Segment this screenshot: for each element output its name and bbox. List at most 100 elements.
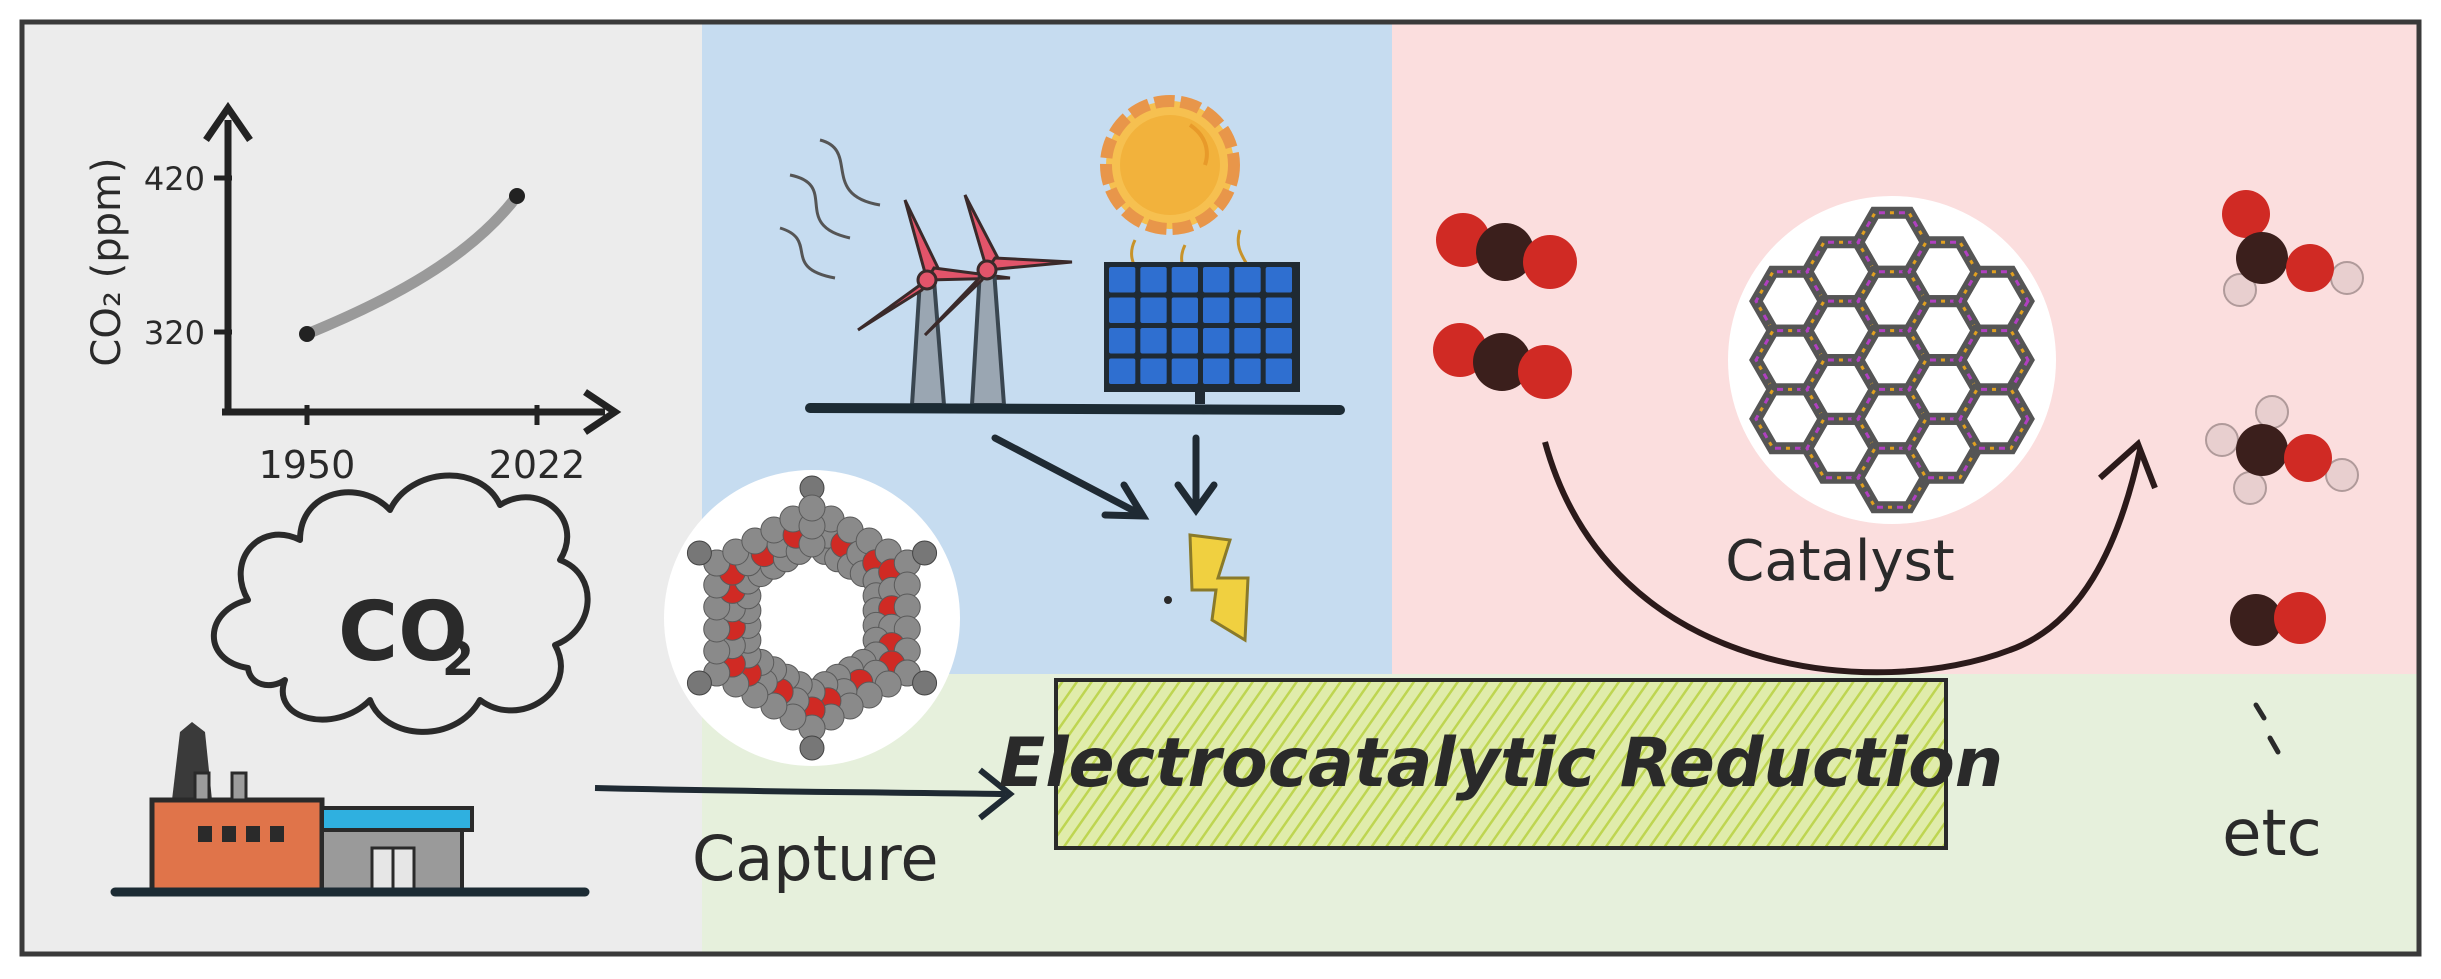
- catalyst-framework: [1749, 206, 2035, 514]
- carbon-atom: [2230, 594, 2282, 646]
- factory-main-building: [149, 797, 325, 893]
- mof-atom: [912, 540, 938, 566]
- mof-atom: [798, 494, 826, 522]
- solar-cell: [1203, 358, 1230, 384]
- oxygen-atom: [2274, 592, 2326, 644]
- catalyst-linker: [1856, 211, 1928, 274]
- catalyst-linker: [1754, 387, 1826, 450]
- hydrogen-atom: [2325, 458, 2359, 492]
- solar-cell: [1140, 358, 1167, 384]
- solar-cell: [1265, 328, 1292, 354]
- solar-cell: [1171, 328, 1198, 354]
- product-carbon-monoxide: [2230, 592, 2326, 646]
- hydrogen-atom: [2223, 273, 2257, 307]
- graph-y-axis-label: CO₂ (ppm): [84, 157, 130, 366]
- conversion-arc-arrowhead: [2097, 438, 2158, 490]
- catalyst-linker: [1754, 270, 1826, 333]
- solar-cell: [1234, 358, 1261, 384]
- co2-ppm-graph: CO₂ (ppm) 420 320 1950 2022: [84, 101, 622, 487]
- graph-x-tick-1950: 1950: [259, 443, 356, 487]
- carbon-atom: [1476, 223, 1534, 281]
- solar-panel-icon: [1104, 262, 1300, 404]
- hydrogen-atom: [2330, 261, 2364, 295]
- solar-cell: [1265, 267, 1292, 293]
- graph-curve: [301, 190, 523, 340]
- reduction-box: Electrocatalytic Reduction: [999, 678, 2003, 850]
- products-etc-label: etc: [2222, 797, 2322, 871]
- catalyst-linker: [1907, 417, 1979, 480]
- catalyst-linker: [1907, 358, 1979, 421]
- solar-cell: [1109, 358, 1136, 384]
- ellipsis-marks: [2253, 702, 2281, 755]
- catalyst-linker: [1805, 240, 1877, 303]
- oxygen-atom: [2284, 434, 2332, 482]
- solar-cell: [1171, 267, 1198, 293]
- catalyst-structure: [1728, 196, 2056, 524]
- catalyst-linker: [1958, 387, 2030, 450]
- outer-frame: [19, 19, 2422, 957]
- co2-cloud: CO 2: [210, 472, 591, 735]
- capture-mof-structure: [664, 470, 960, 766]
- graph-y-arrow: [203, 101, 253, 142]
- catalyst-linker: [1856, 446, 1928, 509]
- graph-y-tick-420: 420: [144, 160, 205, 198]
- catalyst-linker: [1907, 299, 1979, 362]
- mof-atom: [686, 540, 712, 566]
- cloud-icon: [210, 472, 591, 735]
- graph-x-arrow: [583, 389, 622, 435]
- solar-cell: [1265, 358, 1292, 384]
- factory-icon: [110, 722, 590, 897]
- lightning-bolt-icon: [1164, 533, 1250, 643]
- catalyst-disc: [1728, 196, 2056, 524]
- oxygen-atom: [1518, 345, 1572, 399]
- conversion-arc: [1542, 441, 2143, 676]
- carbon-atom: [1473, 333, 1531, 391]
- oxygen-atom: [1523, 235, 1577, 289]
- solar-cell: [1234, 297, 1261, 323]
- catalyst-linker: [1907, 417, 1979, 480]
- catalyst-linker: [1856, 270, 1928, 333]
- energy-arrows: [991, 434, 1218, 520]
- graph-x-tick-2022: 2022: [489, 443, 586, 487]
- reduction-label: Electrocatalytic Reduction: [999, 724, 2003, 803]
- solar-cell: [1203, 297, 1230, 323]
- hydrogen-atom: [2233, 471, 2267, 505]
- solar-cell: [1109, 328, 1136, 354]
- co2-molecule-reactant-2: [1433, 323, 1572, 399]
- catalyst-linker: [1805, 358, 1877, 421]
- capture-mof-ring: [686, 475, 938, 761]
- solar-panel-grid: [1104, 262, 1300, 392]
- catalyst-linker: [1754, 329, 1826, 391]
- catalyst-linker: [1958, 387, 2030, 450]
- oxygen-atom: [2286, 244, 2334, 292]
- graph-y-tick-320: 320: [144, 314, 205, 352]
- cloud-subscript: 2: [442, 632, 474, 686]
- catalyst-linker: [1856, 446, 1928, 509]
- mof-atom: [799, 735, 825, 761]
- solar-cell: [1109, 267, 1136, 293]
- solar-cell: [1234, 328, 1261, 354]
- solar-cell: [1203, 328, 1230, 354]
- solar-cell: [1265, 297, 1292, 323]
- solar-cell: [1171, 358, 1198, 384]
- solar-cell: [1140, 297, 1167, 323]
- solar-cell: [1140, 328, 1167, 354]
- carbon-atom: [2236, 424, 2288, 476]
- catalyst-linker: [1805, 299, 1877, 362]
- carbon-atom: [2236, 232, 2288, 284]
- catalyst-linker: [1958, 329, 2030, 391]
- cloud-co-label: CO: [338, 585, 468, 680]
- graph-point-start: [299, 326, 315, 342]
- capture-arrow: Capture: [594, 767, 1015, 895]
- solar-cell: [1171, 297, 1198, 323]
- factory-roof: [320, 806, 474, 832]
- catalyst-linker: [1805, 417, 1877, 480]
- mof-atom: [686, 670, 712, 696]
- solar-cell: [1203, 267, 1230, 293]
- wind-lines: [779, 138, 881, 280]
- solar-cell: [1140, 267, 1167, 293]
- co2-molecule-reactant-1: [1436, 213, 1577, 289]
- catalyst-linker: [1856, 329, 1928, 391]
